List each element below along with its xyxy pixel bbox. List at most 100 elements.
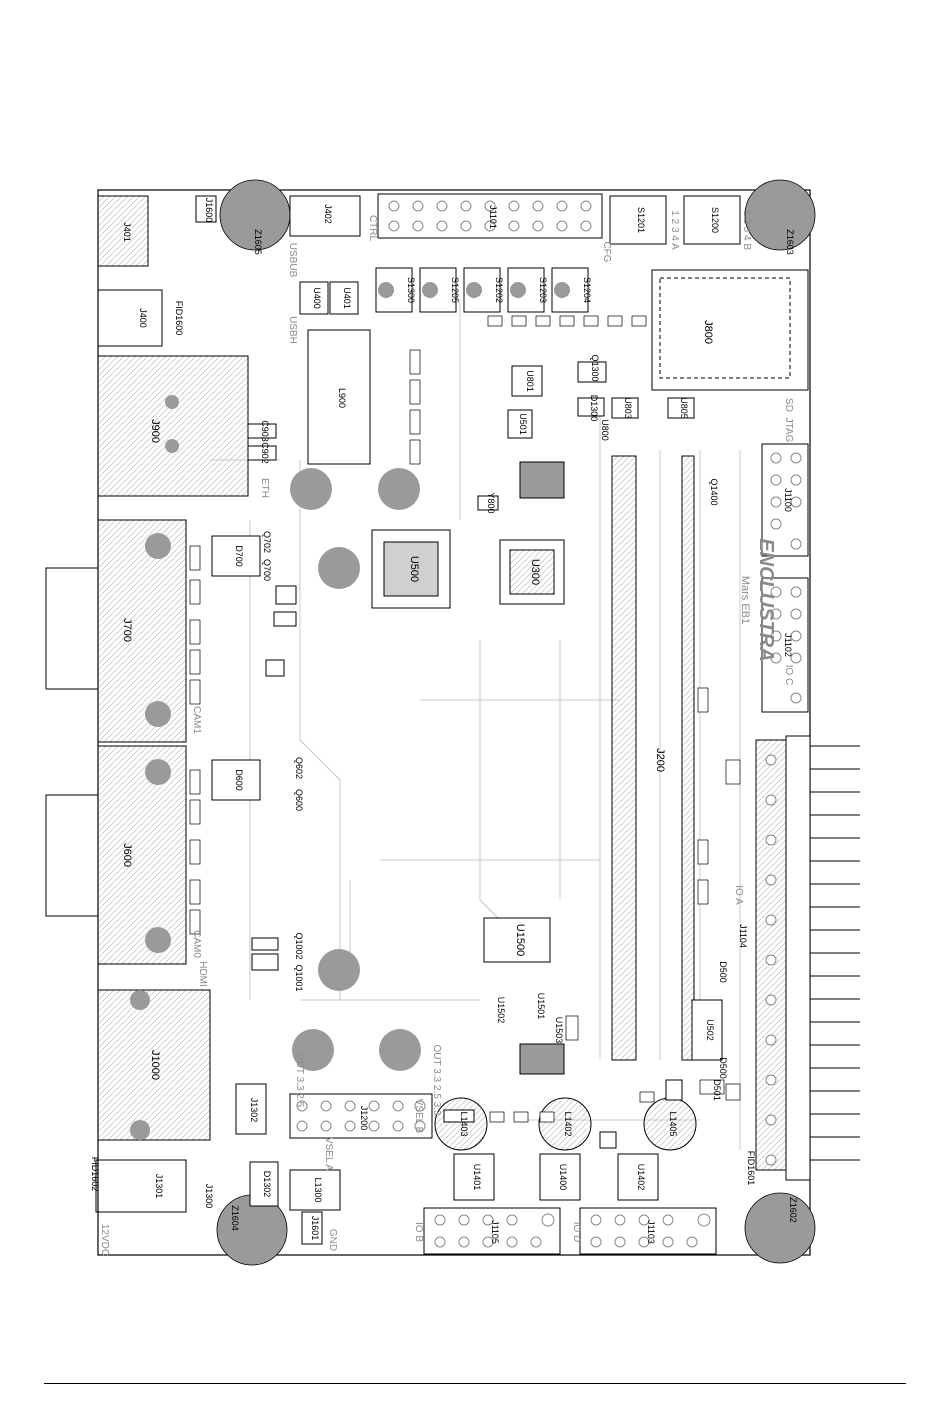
L1405-label: L1405	[668, 1111, 678, 1136]
Z1605-label: Z1605	[253, 229, 263, 255]
Q1300-label: Q1300	[590, 354, 600, 381]
Y800-label: Y800	[486, 492, 496, 513]
silk-io-a: IO A	[733, 885, 744, 905]
J1104-pin-header	[755, 735, 860, 1181]
silk-out-2: OUT 3.3 2.5	[294, 1053, 305, 1108]
Z1604-label: Z1604	[230, 1205, 240, 1231]
Q700-label: Q700	[262, 559, 272, 581]
U1400-label: U1400	[558, 1164, 568, 1191]
silk-io-c: IO C	[783, 665, 794, 686]
J402-label: J402	[323, 204, 333, 224]
J1000-label: J1000	[149, 1050, 161, 1080]
silk-vsel-a: VSEL A	[323, 1137, 334, 1171]
footer-rule	[44, 1383, 906, 1384]
L1402-label: L1402	[563, 1111, 573, 1136]
Z1602-label: Z1602	[788, 1197, 798, 1223]
D600-label: D600	[234, 769, 244, 791]
S1201-label: S1201	[636, 207, 646, 233]
silk-sd: SD	[783, 398, 794, 412]
J1600-label: J1600	[204, 198, 214, 223]
silk-io-b: IO B	[413, 1222, 424, 1242]
FID1601-label: FID1601	[746, 1151, 756, 1186]
D501-label: D501	[712, 1079, 722, 1101]
silk-cam0: CAM0	[191, 930, 202, 958]
model-silk: Mars EB1	[739, 576, 751, 624]
J600-label: J600	[121, 843, 133, 867]
left-connectors	[45, 195, 249, 1213]
J800-label: J800	[702, 320, 714, 344]
silk-cfg: CFG	[601, 241, 612, 262]
J400-label: J400	[138, 308, 148, 328]
U1401-label: U1401	[472, 1164, 482, 1191]
C902-label: C902	[260, 442, 270, 464]
smd-components	[189, 315, 741, 1123]
silk-hdmi: HDMI	[197, 961, 208, 987]
U501-label: U501	[518, 413, 528, 435]
boxed-parts	[195, 195, 723, 1245]
S1203-label: S1203	[538, 277, 548, 303]
L1300-label: L1300	[313, 1177, 323, 1202]
J1601-label: J1601	[310, 1216, 320, 1241]
J1100-J1102-headers	[761, 443, 809, 713]
silk-usbh: USBH	[287, 316, 298, 344]
FID1600-label: FID1600	[174, 301, 184, 336]
S1205-label: S1205	[450, 277, 460, 303]
U800-label: U800	[600, 419, 610, 441]
Q1400-label: Q1400	[709, 478, 719, 505]
silk-jtag: JTAG	[783, 418, 794, 443]
U401-label: U401	[342, 287, 352, 309]
U1502-label: U1502	[496, 997, 506, 1024]
S1202-label: S1202	[494, 277, 504, 303]
J1102-label: J1102	[783, 633, 793, 657]
U801-label: U801	[525, 370, 535, 392]
J1200-label: J1200	[359, 1106, 369, 1131]
silk-cfg-b: 1 2 3 4 B	[741, 210, 752, 250]
Q1001-label: Q1001	[294, 964, 304, 991]
S1204-label: S1204	[582, 277, 592, 303]
Q702-label: Q702	[262, 531, 272, 553]
C903-label: C903	[260, 420, 270, 442]
U803-label: U803	[623, 397, 633, 419]
J1103-label: J1103	[646, 1220, 656, 1244]
D500-label: D500	[718, 961, 728, 983]
U1503-label: U1503	[554, 1017, 564, 1044]
silk-out-1: OUT 3.3 2.5 3.3	[431, 1045, 442, 1116]
silk-cfg-a: 1 2 3 4 A	[669, 210, 680, 250]
power-inductors	[289, 329, 697, 1211]
L900-label: L900	[337, 388, 347, 408]
U502-label: U502	[705, 1019, 715, 1041]
J1300-label: J1300	[204, 1184, 214, 1209]
D500b-label: D500	[718, 1057, 728, 1079]
J1301-label: J1301	[154, 1174, 164, 1199]
silk-vsel-b: VSEL B	[413, 1099, 424, 1134]
Q600-label: Q600	[294, 789, 304, 811]
U1402-label: U1402	[636, 1164, 646, 1191]
Q1002-label: Q1002	[294, 932, 304, 959]
main-ics	[371, 269, 809, 1075]
silk-io-d: IO D	[571, 1222, 582, 1243]
Z1603-label: Z1603	[785, 229, 795, 255]
FID1602-label: FID1602	[90, 1157, 100, 1192]
silk-eth: ETH	[259, 478, 270, 498]
J1105-label: J1105	[490, 1220, 500, 1244]
J900-label: J900	[149, 419, 161, 443]
J1104-label: J1104	[738, 924, 748, 948]
Q602-label: Q602	[294, 757, 304, 779]
silk-12vdc: 12VDC	[99, 1224, 110, 1256]
U805-label: U805	[679, 397, 689, 419]
J1101-header	[377, 193, 603, 239]
mounting-holes	[216, 179, 816, 1266]
J200-label: J200	[654, 748, 666, 772]
D1300-label: D1300	[589, 395, 599, 422]
brand-silk: ENCLUSTRA	[755, 538, 777, 661]
U500-label: U500	[408, 556, 420, 582]
L1403-label: L1403	[459, 1111, 469, 1136]
silk-gnd: GND	[327, 1229, 338, 1251]
J1302-label: J1302	[249, 1098, 259, 1123]
silk-ctrl: CTRL	[367, 215, 378, 242]
S1200-label: S1200	[710, 207, 720, 233]
U1500-label: U1500	[514, 924, 526, 956]
J401-label: J401	[122, 222, 132, 242]
J1101-label: J1101	[488, 205, 498, 229]
